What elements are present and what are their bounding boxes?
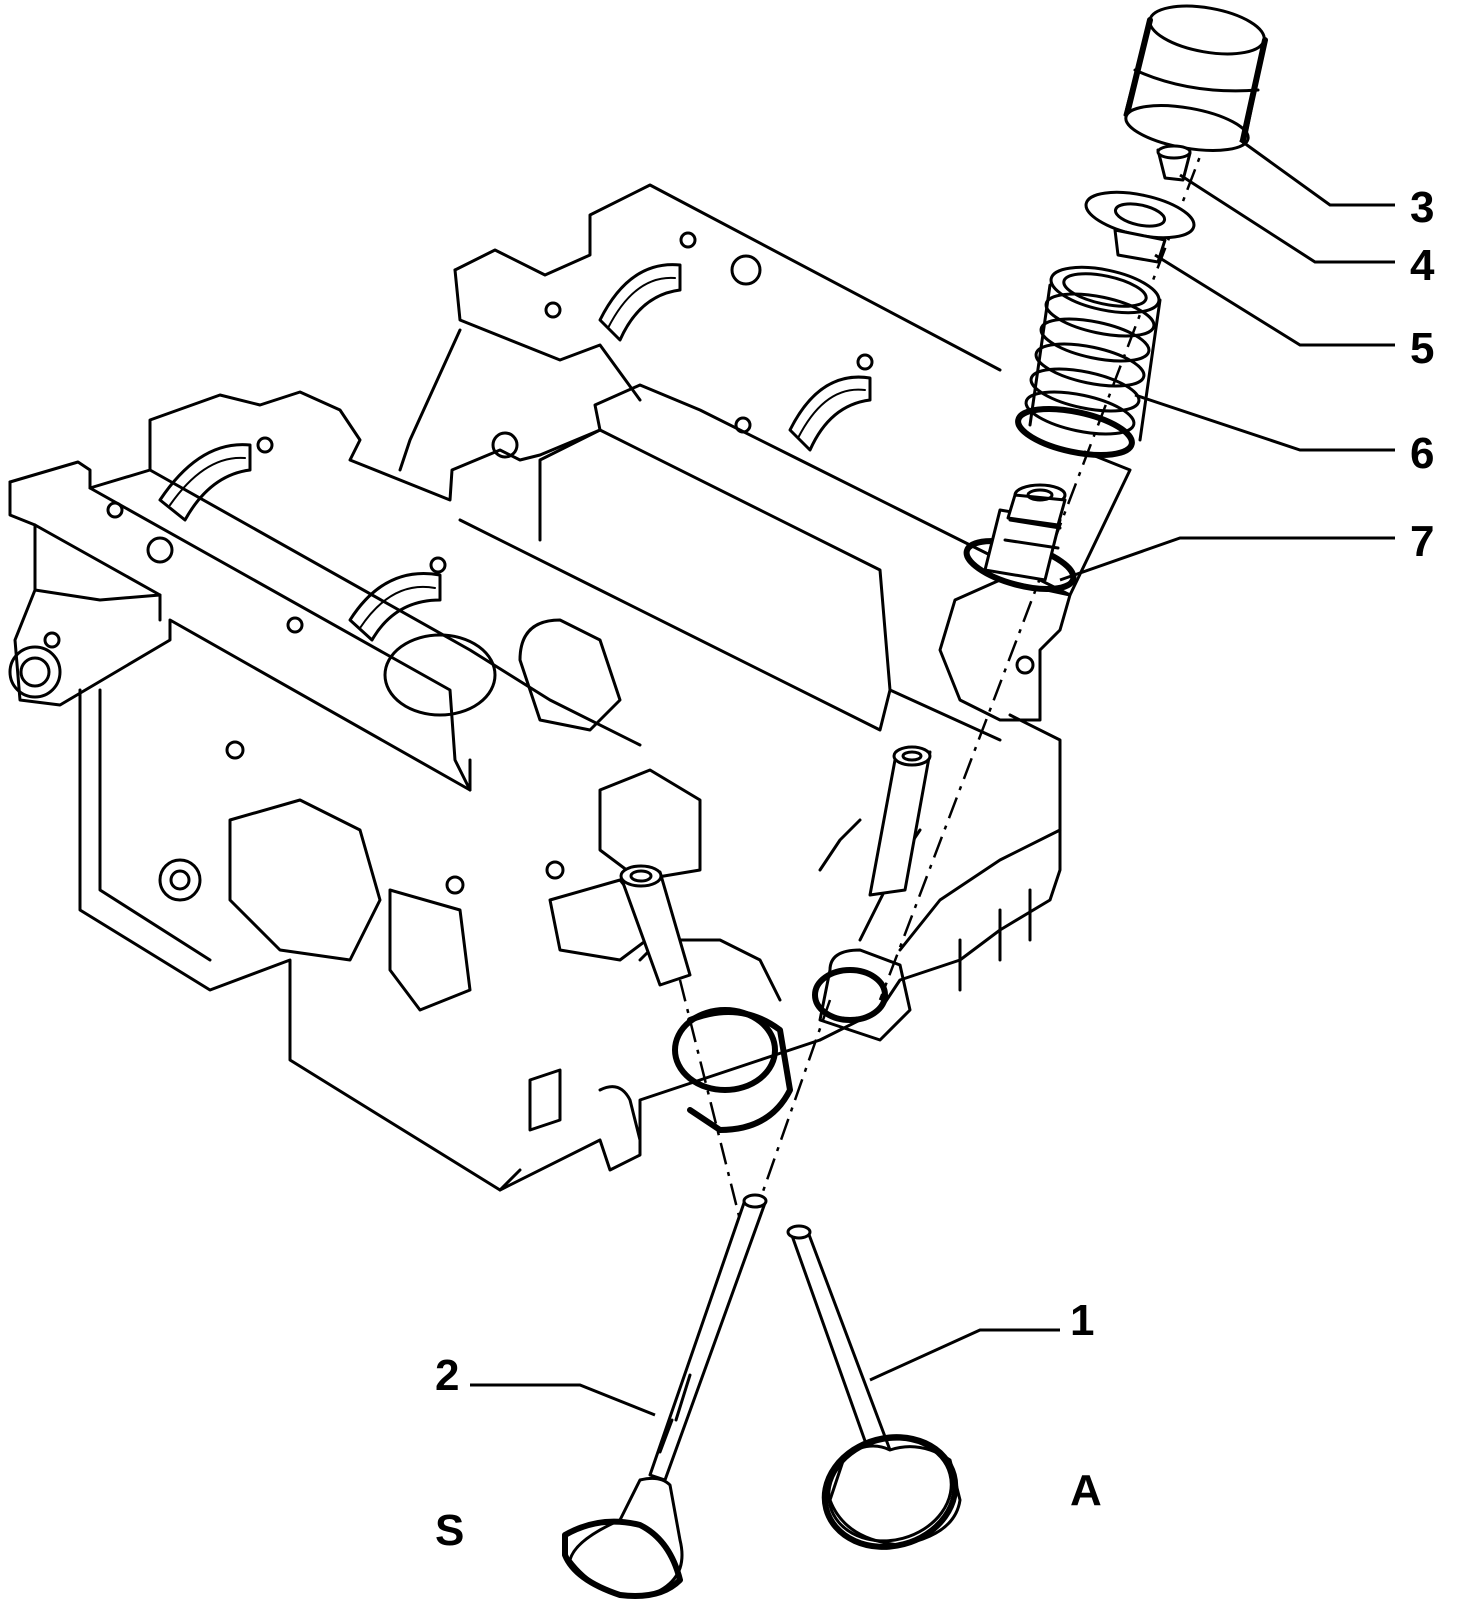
callout-5: 5: [1410, 324, 1434, 373]
leader-4: [1179, 173, 1395, 264]
spring-retainer: [1084, 190, 1196, 264]
callout-6: 6: [1410, 429, 1434, 478]
callout-2: 2: [435, 1351, 459, 1400]
leader-5: [1154, 253, 1395, 347]
leader-7: [1059, 536, 1395, 582]
side-label-intake: A: [1070, 1466, 1102, 1515]
exhaust-valve: [562, 1193, 768, 1599]
valve-collets: [1156, 144, 1192, 182]
callout-labels: 3 4 5 6 7 1 2 S A: [435, 183, 1435, 1555]
cylinder-head: [8, 183, 1132, 1192]
tappet-bucket: [1123, 4, 1268, 152]
callout-1: 1: [1070, 1296, 1094, 1345]
valve-guide-exhaust: [619, 864, 692, 987]
valve-spring: [1015, 265, 1162, 458]
callout-4: 4: [1410, 241, 1435, 290]
valve-stem-seal: [963, 483, 1077, 592]
leader-1: [869, 1328, 1060, 1382]
callout-7: 7: [1410, 517, 1434, 566]
valve-guide-intake: [868, 745, 932, 897]
leader-3: [1239, 138, 1395, 207]
callout-3: 3: [1410, 183, 1434, 232]
leader-2: [470, 1383, 656, 1417]
side-label-exhaust: S: [435, 1506, 464, 1555]
intake-valve: [786, 1224, 962, 1550]
leader-lines: [470, 138, 1395, 1417]
leader-6: [1134, 393, 1395, 452]
